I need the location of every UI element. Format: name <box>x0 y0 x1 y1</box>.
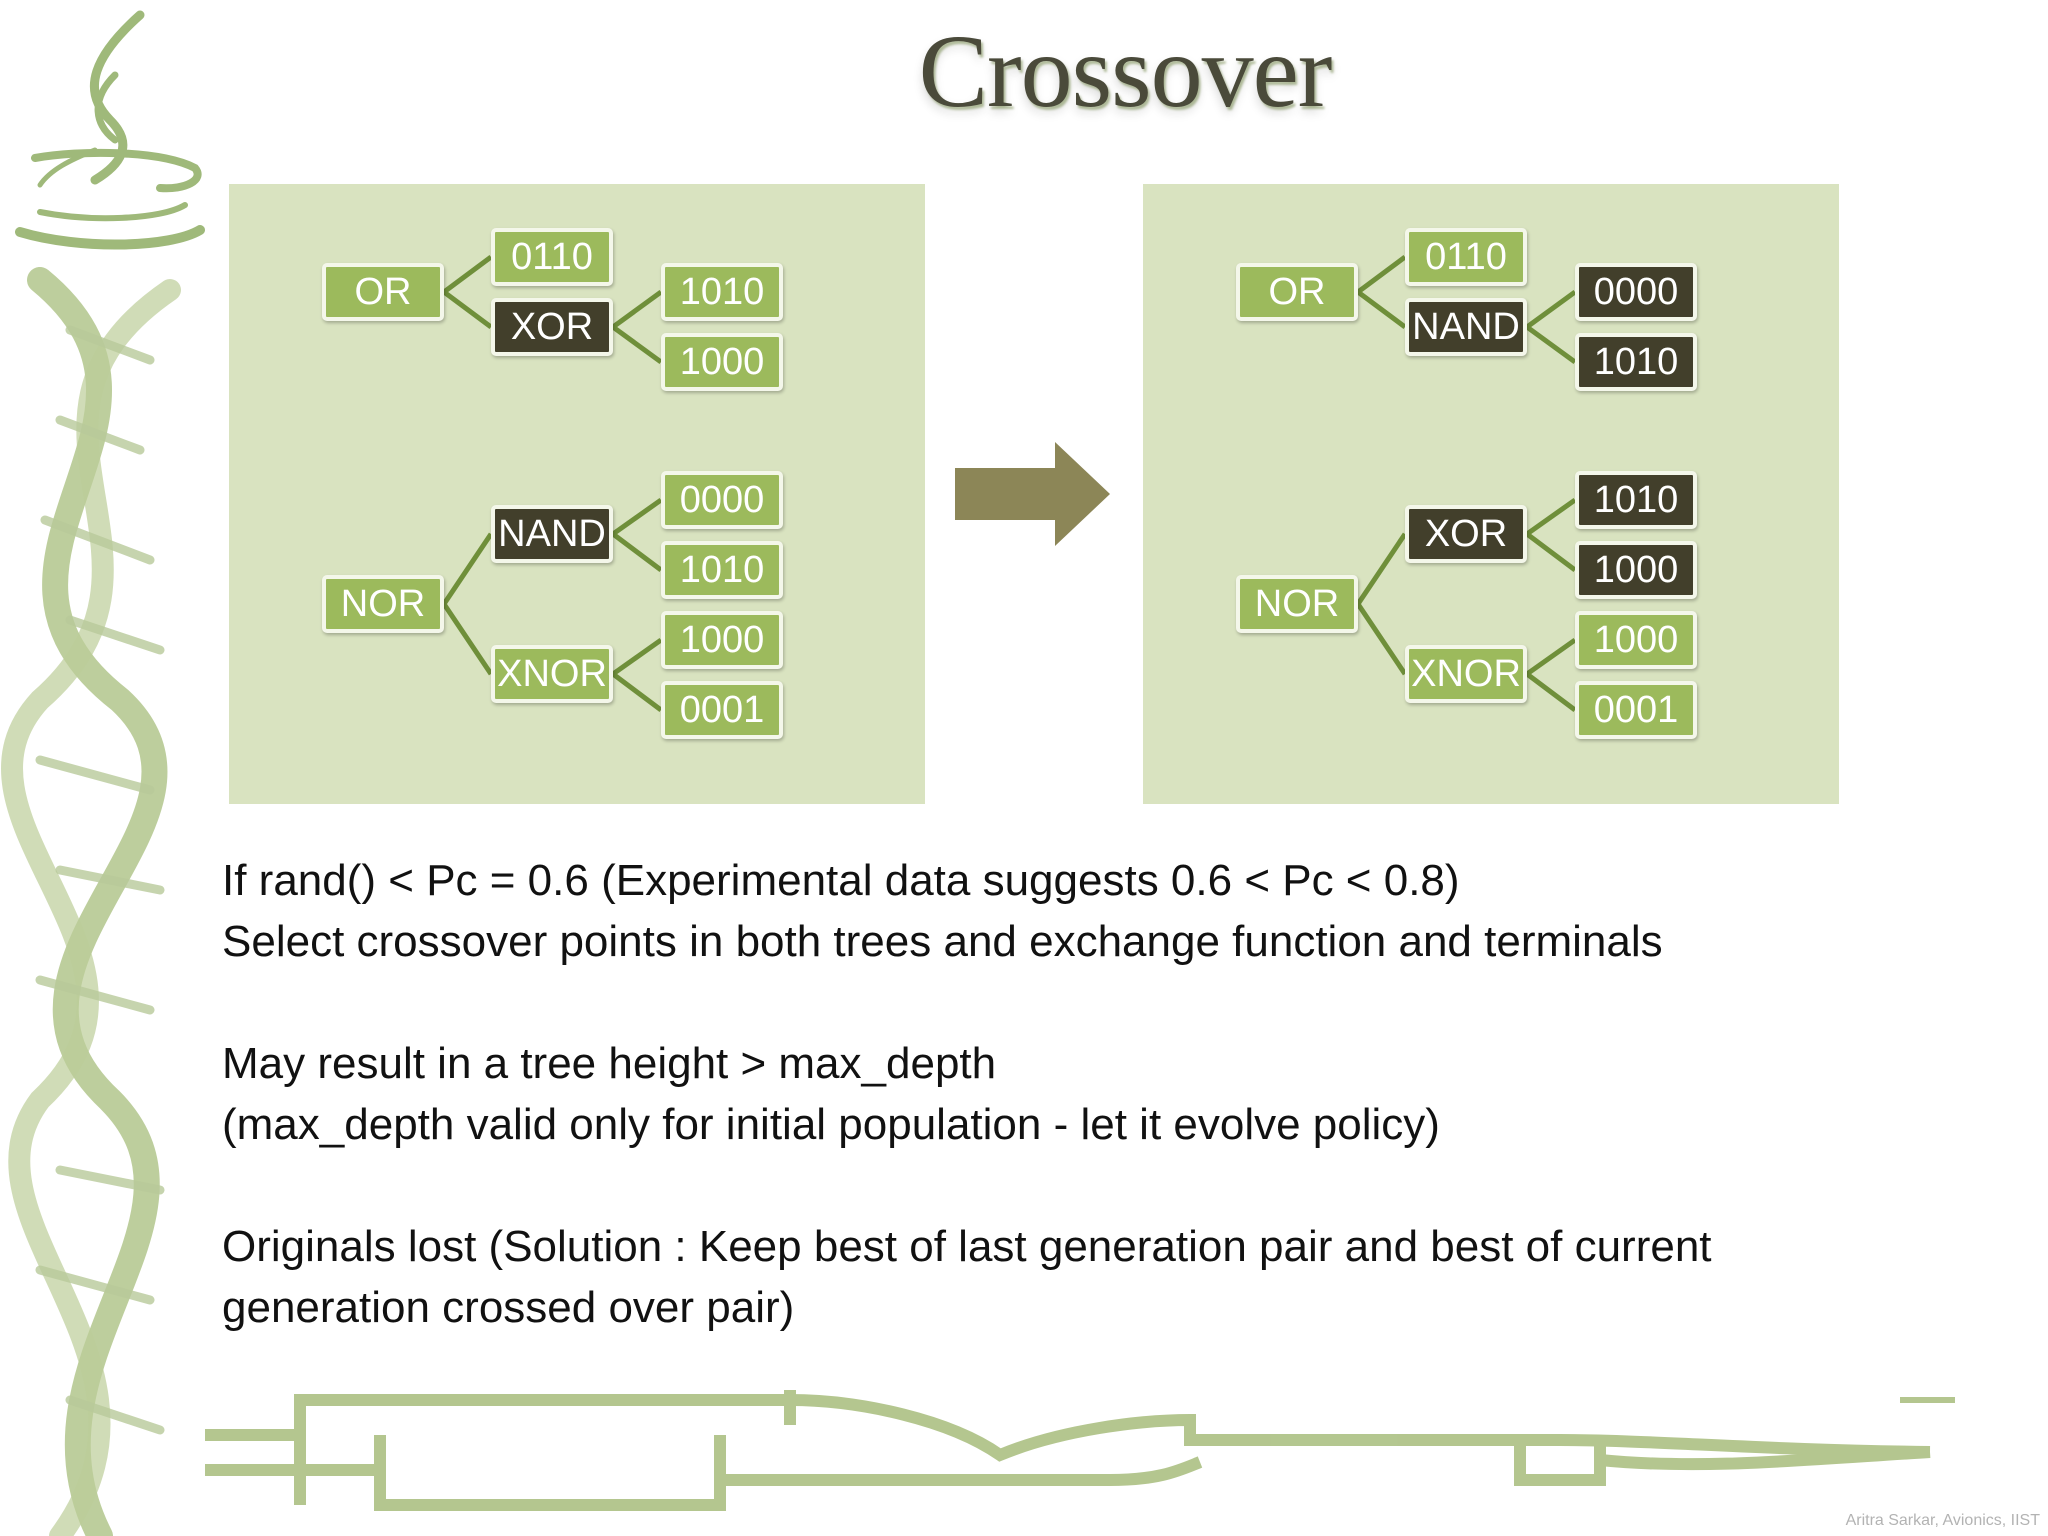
slide-body-text: If rand() < Pc = 0.6 (Experimental data … <box>222 850 1862 1338</box>
tree-height-note-line: May result in a tree height > max_depth <box>222 1039 997 1088</box>
tree1-terminal-node: 0110 <box>491 228 613 286</box>
tree2-root-node: NOR <box>1236 575 1358 633</box>
tree1-leaf-node: 1000 <box>661 333 783 391</box>
tree2-function-node: XNOR <box>1405 645 1527 703</box>
tree2-crossover-node: NAND <box>491 505 613 563</box>
max-depth-note-line: (max_depth valid only for initial popula… <box>222 1100 1440 1149</box>
crossover-description-line: Select crossover points in both trees an… <box>222 917 1663 966</box>
tree2-leaf-node: 1010 <box>661 541 783 599</box>
tree1-terminal-node: 0110 <box>1405 228 1527 286</box>
originals-lost-line: Originals lost (Solution : Keep best of … <box>222 1222 1712 1271</box>
parent-tree-connectors <box>441 254 663 712</box>
tree2-swapped-leaf-node: 1000 <box>1575 541 1697 599</box>
dna-helix-icon <box>1 267 181 1536</box>
tree2-leaf-node: 0001 <box>661 681 783 739</box>
tree1-swapped-leaf-node: 1010 <box>1575 333 1697 391</box>
network-band-decoration <box>205 1390 1955 1511</box>
tree1-crossover-node: XOR <box>491 298 613 356</box>
offspring-trees-panel: OR 0110 NAND 0000 1010 NOR XOR XNOR 1010… <box>1143 184 1839 804</box>
tree2-swapped-node: XOR <box>1405 505 1527 563</box>
tree1-root-node: OR <box>1236 263 1358 321</box>
tree2-function-node: XNOR <box>491 645 613 703</box>
originals-lost-continued-line: generation crossed over pair) <box>222 1283 795 1332</box>
tree2-root-node: NOR <box>322 575 444 633</box>
parent-trees-panel: OR 0110 XOR 1010 1000 NOR NAND XNOR 0000… <box>229 184 925 804</box>
tree1-leaf-node: 1010 <box>661 263 783 321</box>
java-cup-icon <box>15 10 205 250</box>
tree2-leaf-node: 0001 <box>1575 681 1697 739</box>
right-arrow-icon <box>955 442 1110 546</box>
tree1-swapped-leaf-node: 0000 <box>1575 263 1697 321</box>
offspring-tree-connectors <box>1355 254 1577 712</box>
tree2-leaf-node: 1000 <box>661 611 783 669</box>
tree1-root-node: OR <box>322 263 444 321</box>
crossover-probability-line: If rand() < Pc = 0.6 (Experimental data … <box>222 856 1460 905</box>
tree2-leaf-node: 1000 <box>1575 611 1697 669</box>
tree2-leaf-node: 0000 <box>661 471 783 529</box>
tree1-swapped-node: NAND <box>1405 298 1527 356</box>
slide-title: Crossover <box>918 14 1333 129</box>
tree2-swapped-leaf-node: 1010 <box>1575 471 1697 529</box>
slide-footer-credit: Aritra Sarkar, Avionics, IIST <box>1845 1512 2040 1529</box>
